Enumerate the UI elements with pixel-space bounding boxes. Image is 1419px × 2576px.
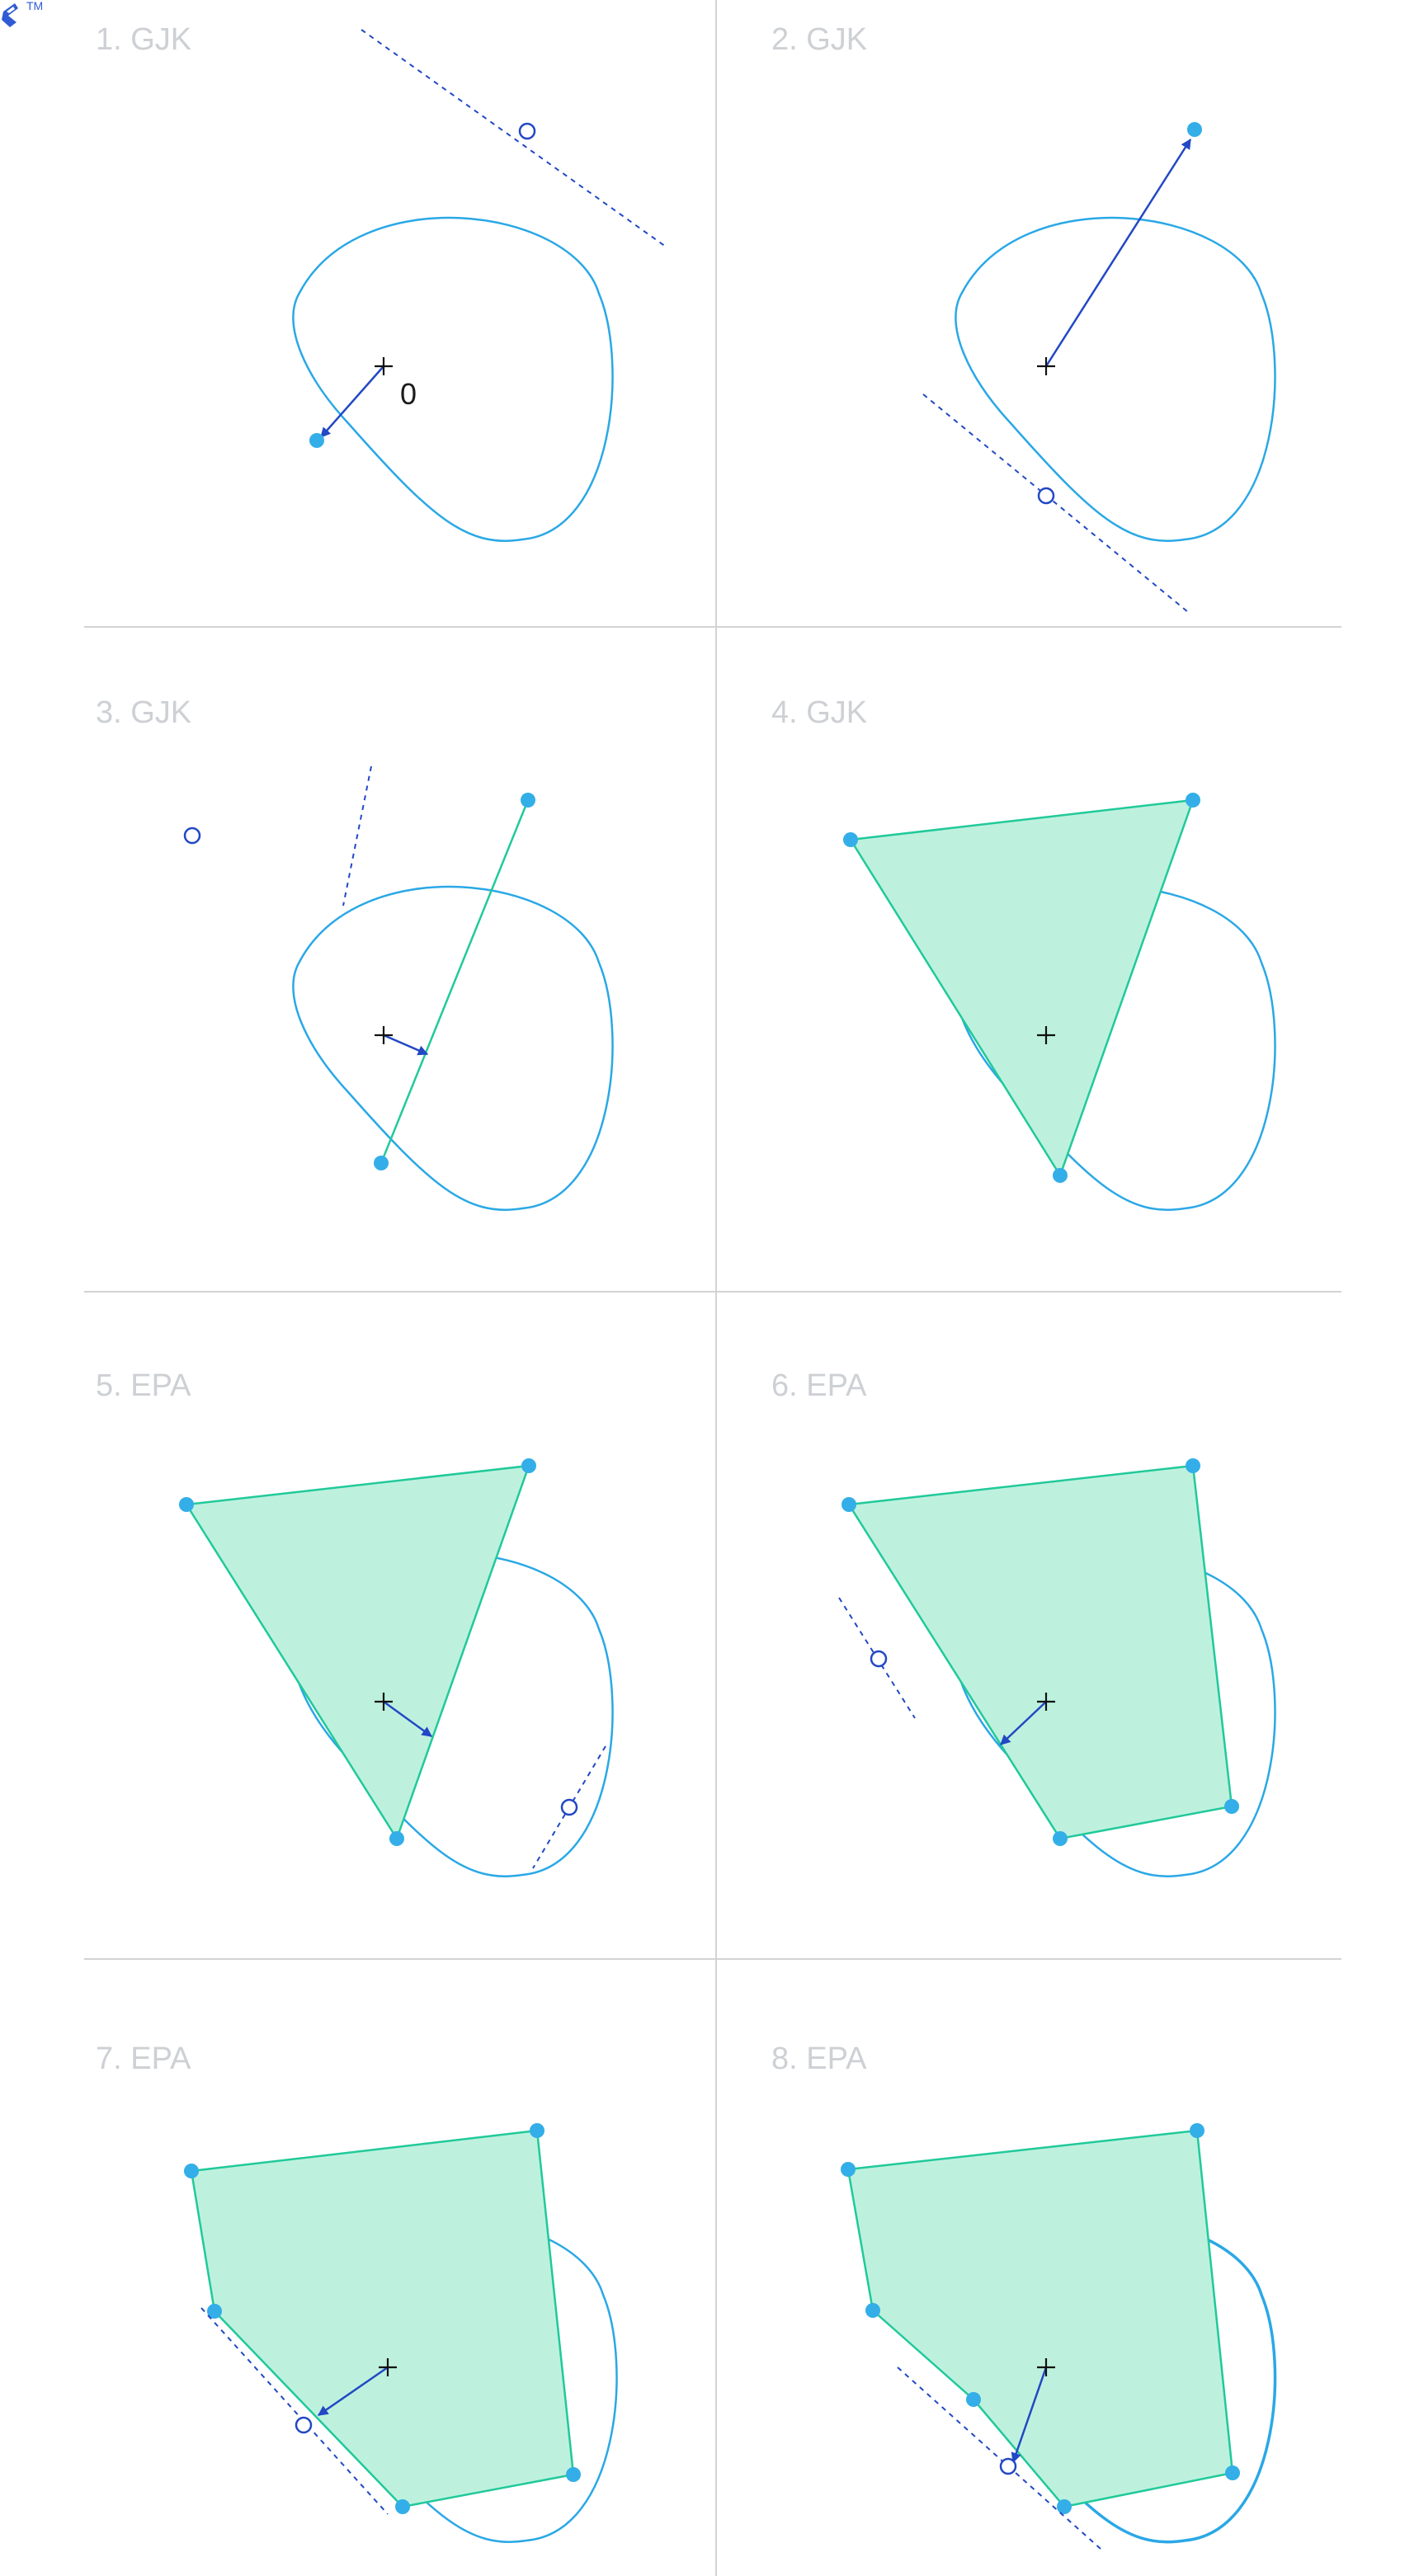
support-point-marker [560, 1798, 578, 1816]
origin-cross-icon [1037, 357, 1055, 375]
origin-cross-icon [375, 1026, 393, 1044]
support-point-marker [518, 122, 536, 140]
simplex-vertex [374, 1156, 389, 1170]
simplex-polygon [846, 1464, 1233, 1840]
support-line [342, 765, 372, 907]
panel-title: 8. EPA [771, 2041, 867, 2076]
panel-6: 6. EPA [771, 1368, 1276, 1878]
search-direction-arrow [1044, 138, 1192, 367]
search-direction-arrow [320, 365, 384, 438]
support-point-marker [183, 826, 201, 845]
simplex-vertex [566, 2467, 581, 2482]
origin-label: 0 [400, 377, 417, 411]
toptal-logo-icon [2, 3, 18, 27]
simplex-vertex [184, 2164, 199, 2178]
search-direction-arrow [1011, 2366, 1048, 2464]
search-direction-arrow [383, 1034, 429, 1056]
simplex-triangle [848, 798, 1195, 1178]
simplex-vertex [1190, 2123, 1204, 2138]
simplex-vertex [389, 1831, 404, 1846]
simplex-polygon [846, 2129, 1234, 2508]
search-direction-arrow [317, 2366, 389, 2417]
panel-1: 1. GJK 0 [96, 22, 667, 543]
simplex-triangle [184, 1464, 530, 1841]
simplex-vertex [1225, 2465, 1240, 2480]
simplex-vertex [842, 1497, 856, 1512]
shape-outline [292, 885, 614, 1212]
simplex-vertex [207, 2304, 222, 2319]
simplex-vertex [309, 433, 324, 448]
simplex-vertex [1187, 122, 1202, 137]
simplex-vertex [530, 2123, 544, 2138]
simplex-vertex [841, 2162, 856, 2177]
simplex-vertex [865, 2303, 880, 2318]
simplex-vertex [1224, 1799, 1239, 1814]
panel-title: 2. GJK [771, 22, 867, 57]
panel-8: 8. EPA [771, 2041, 1277, 2550]
support-line [361, 29, 667, 247]
shape-outline [955, 216, 1276, 543]
panel-7: 7. EPA [96, 2041, 618, 2544]
support-point-marker [295, 2416, 313, 2434]
simplex-vertex [1057, 2499, 1072, 2514]
simplex-vertex [395, 2499, 410, 2514]
panel-title: 6. EPA [771, 1368, 867, 1403]
simplex-vertex [1186, 1458, 1200, 1473]
simplex-polygon [190, 2129, 575, 2508]
search-direction-arrow [383, 1700, 433, 1738]
panel-title: 3. GJK [96, 695, 191, 730]
panel-title: 7. EPA [96, 2041, 191, 2076]
simplex-vertex [179, 1497, 194, 1512]
origin-cross-icon [375, 1693, 393, 1711]
support-point-marker [870, 1650, 888, 1668]
origin-cross-icon [375, 357, 393, 375]
origin-cross-icon [1037, 1693, 1055, 1711]
grid-lines [84, 0, 1341, 2576]
panel-title: 5. EPA [96, 1368, 191, 1403]
simplex-vertex [1053, 1831, 1068, 1846]
origin-cross-icon [1037, 2358, 1055, 2376]
simplex-vertex [1186, 793, 1200, 808]
support-point-marker [1037, 487, 1055, 505]
search-direction-arrow [1000, 1701, 1047, 1745]
support-line [922, 393, 1189, 613]
simplex-vertex [521, 793, 535, 808]
panel-3: 3. GJK [96, 695, 614, 1212]
support-point-marker [999, 2457, 1017, 2475]
panel-title: 4. GJK [771, 695, 867, 730]
logo-trademark: TM [26, 0, 43, 12]
simplex-vertex [521, 1458, 536, 1473]
simplex-edge [380, 799, 530, 1164]
origin-cross-icon [379, 2358, 397, 2376]
panel-2: 2. GJK [771, 22, 1276, 613]
panel-5: 5. EPA [96, 1368, 614, 1878]
simplex-vertex [1053, 1168, 1068, 1183]
simplex-vertex [966, 2392, 981, 2407]
panel-title: 1. GJK [96, 22, 191, 57]
support-line [200, 2307, 389, 2515]
shape-outline [292, 216, 614, 543]
simplex-vertex [843, 832, 858, 847]
origin-cross-icon [1037, 1026, 1055, 1044]
panel-4: 4. GJK [771, 695, 1276, 1212]
